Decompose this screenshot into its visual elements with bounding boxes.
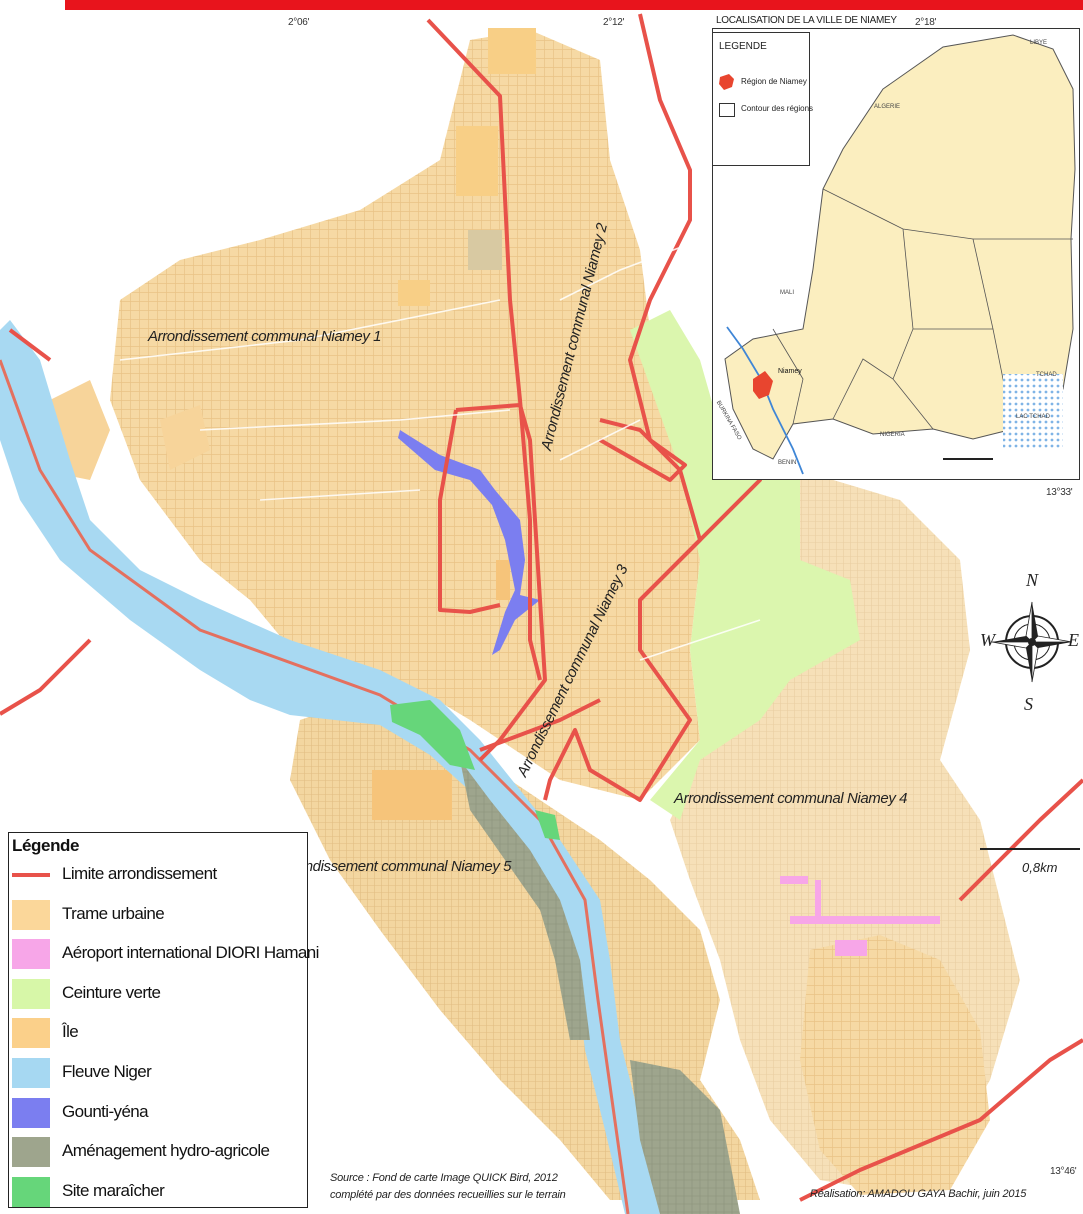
legend-swatch — [12, 1058, 50, 1088]
legend-label: Ceinture verte — [62, 982, 161, 1002]
legend-label: Trame urbaine — [62, 903, 165, 923]
island-patch-5 — [372, 770, 452, 820]
inset-map-drawing — [724, 34, 1076, 475]
hydro-agricultural-area-2 — [630, 1060, 740, 1214]
inset-label-algerie: ALGERIE — [874, 104, 901, 110]
district-boundary-11 — [799, 1038, 1083, 1202]
compass-icon — [991, 601, 1073, 683]
green-belt — [630, 310, 860, 820]
inset-title: LOCALISATION DE LA VILLE DE NIAMEY — [716, 15, 897, 26]
district-boundary-1 — [426, 18, 542, 681]
source-line-2: complété par des données recueillies sur… — [330, 1189, 566, 1201]
urban-patch-west2 — [160, 405, 210, 470]
inset-legend-swatch-region — [719, 74, 734, 90]
road-6 — [639, 619, 761, 661]
road-3 — [259, 489, 421, 501]
source-line-1: Source : Fond de carte Image QUICK Bird,… — [330, 1172, 558, 1184]
airport-strip — [815, 880, 821, 920]
island-patch-1 — [488, 28, 536, 74]
inset-label-nigeria: NIGERIA — [880, 432, 905, 438]
compass-east: E — [1068, 630, 1079, 650]
compass-rose: N E S W — [980, 570, 1080, 720]
legend-swatch — [12, 1097, 50, 1128]
district-label-1: Arrondissement communal Niamey 1 — [148, 328, 382, 345]
district-boundary-8 — [8, 328, 52, 362]
district-boundary-7 — [479, 698, 601, 752]
district-label-4: Arrondissement communal Niamey 4 — [674, 790, 908, 807]
legend-swatch — [12, 1137, 50, 1168]
legend-label: Île — [62, 1022, 79, 1042]
scale-label: 0,8km — [1022, 860, 1058, 875]
latitude-label-1: 13°33' — [1046, 487, 1073, 498]
district-boundary-2 — [599, 13, 692, 482]
compass-west: W — [980, 630, 995, 650]
urban-area-north — [110, 30, 780, 800]
source-note: Source : Fond de carte Image QUICK Bird,… — [330, 1170, 566, 1204]
inset-lake-chad — [1003, 374, 1063, 449]
district-boundary-10 — [958, 778, 1083, 902]
legend-label: Aménagement hydro-agricole — [62, 1141, 270, 1161]
island-patch-6 — [496, 560, 510, 600]
longitude-label-1: 2°06' — [288, 17, 310, 28]
island-patch-2 — [456, 126, 498, 196]
inset-legend: LEGENDE Région de Niamey Contour des rég… — [712, 32, 814, 166]
island-patch-3 — [398, 280, 430, 306]
inset-legend-item-1: Région de Niamey — [741, 77, 807, 86]
inset-label-niamey: Niamey — [778, 368, 802, 375]
latitude-label-2: 13°46' — [1050, 1166, 1077, 1177]
inset-legend-title: LEGENDE — [719, 41, 767, 52]
inset-label-tchad: TCHAD — [1036, 372, 1057, 378]
compass-south: S — [1024, 694, 1033, 714]
legend-label: Site maraîcher — [62, 1180, 165, 1200]
inset-label-lac-tchad: LAC TCHAD — [1016, 414, 1050, 420]
legend-title: Légende — [12, 836, 80, 855]
district-boundary-5 — [543, 418, 702, 802]
longitude-label-3: 2°18' — [915, 17, 937, 28]
airport-runway — [790, 916, 940, 924]
legend-swatch — [12, 899, 50, 930]
niger-country-shape — [724, 34, 1076, 460]
map-legend — [8, 832, 308, 1208]
legend-swatch — [12, 873, 50, 877]
airport-apron — [780, 876, 808, 884]
legend-label: Limite arrondissement — [62, 864, 217, 883]
inset-label-mali: MALI — [780, 290, 795, 296]
legend-swatch — [12, 939, 50, 970]
urban-area-southeast — [800, 935, 990, 1195]
legend-swatch — [12, 978, 50, 1009]
legend-swatch — [12, 1018, 50, 1049]
gounti-yena — [398, 430, 540, 655]
inset-region-niamey — [753, 371, 773, 399]
road-4 — [559, 239, 701, 301]
inset-label-benin: BENIN — [778, 460, 797, 466]
legend-label: Aéroport international DIORI Hamani — [62, 943, 319, 963]
district-label-5: Arrondissement communal Niamey 5 — [278, 858, 512, 875]
inset-region-borders — [772, 188, 1073, 430]
road-1 — [119, 299, 501, 361]
district-boundary-9 — [0, 638, 92, 716]
author-credit: Réalisation: AMADOU GAYA Bachir, juin 20… — [810, 1188, 1027, 1200]
scale-bar — [980, 848, 1080, 850]
inset-legend-swatch-contour — [719, 103, 735, 117]
road-2 — [199, 409, 511, 431]
legend-swatch — [12, 1176, 50, 1207]
inset-label-libye: LIBYE — [1030, 40, 1048, 46]
district-boundary-4 — [438, 409, 501, 614]
top-red-bar — [65, 0, 1083, 10]
hydro-agricultural-area — [460, 760, 590, 1040]
river-center-line — [0, 359, 630, 1214]
airport-terminal — [835, 940, 867, 956]
longitude-label-2: 2°12' — [603, 17, 625, 28]
road-5 — [559, 419, 641, 461]
legend-label: Gounti-yéna — [62, 1101, 149, 1121]
legend-label: Fleuve Niger — [62, 1062, 152, 1081]
compass-north: N — [1026, 570, 1039, 590]
inset-legend-item-2: Contour des régions — [741, 104, 814, 113]
market-garden-site — [390, 700, 475, 770]
island-patch-4 — [468, 230, 502, 270]
market-garden-site-2 — [535, 810, 560, 840]
